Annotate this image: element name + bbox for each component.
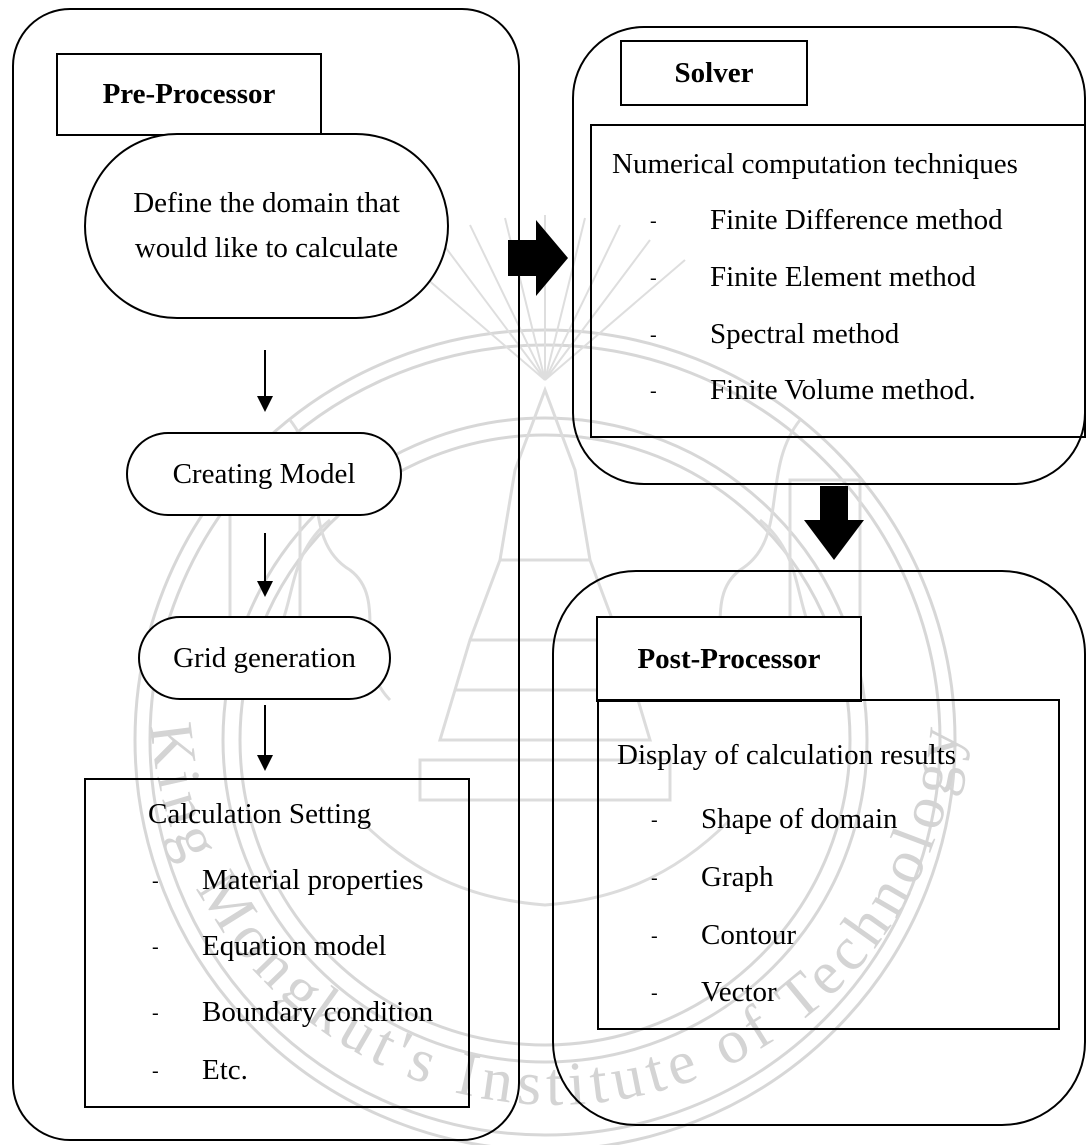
- bullet-dash: -: [152, 1002, 159, 1024]
- bullet-dash: -: [650, 267, 657, 289]
- calculation-setting-heading: Calculation Setting: [148, 798, 372, 830]
- pre-processor-title-text: Pre-Processor: [102, 78, 276, 110]
- item-label: Finite Difference method: [710, 204, 1003, 236]
- list-item: - Graph: [651, 861, 1031, 897]
- bullet-dash: -: [651, 982, 658, 1004]
- solver-title: Solver: [620, 40, 808, 106]
- pre-processor-title: Pre-Processor: [56, 53, 322, 136]
- solver-techniques-box: Numerical computation techniques - Finit…: [590, 124, 1086, 438]
- bullet-dash: -: [651, 925, 658, 947]
- solver-heading: Numerical computation techniques: [612, 148, 1018, 180]
- item-label: Spectral method: [710, 318, 900, 350]
- list-item: - Boundary condition: [152, 996, 452, 1032]
- item-label: Shape of domain: [701, 803, 898, 835]
- post-processor-results-box: Display of calculation results - Shape o…: [597, 699, 1060, 1030]
- item-label: Finite Volume method.: [710, 374, 976, 406]
- list-item: - Shape of domain: [651, 803, 1031, 839]
- list-item: - Contour: [651, 919, 1031, 955]
- item-label: Graph: [701, 861, 774, 893]
- creating-model-text: Creating Model: [172, 457, 356, 490]
- item-label: Finite Element method: [710, 261, 976, 293]
- list-item: - Equation model: [152, 930, 452, 966]
- post-processor-container: [552, 570, 1086, 1126]
- list-item: - Material properties: [152, 864, 452, 900]
- define-domain-node: Define the domain that would like to cal…: [84, 133, 449, 319]
- define-domain-line-1: Define the domain that: [133, 187, 400, 220]
- list-item: - Vector: [651, 976, 1031, 1012]
- bullet-dash: -: [650, 210, 657, 232]
- grid-generation-text: Grid generation: [173, 641, 356, 674]
- post-processor-title-text: Post-Processor: [637, 642, 821, 675]
- bullet-dash: -: [152, 870, 159, 892]
- list-item: - Finite Element method: [650, 261, 1070, 297]
- bullet-dash: -: [650, 324, 657, 346]
- calculation-setting-box: Calculation Setting - Material propertie…: [84, 778, 470, 1108]
- arrow-pre-to-solver: [508, 220, 568, 296]
- item-label: Material properties: [202, 864, 424, 896]
- item-label: Vector: [701, 976, 777, 1008]
- bullet-dash: -: [651, 809, 658, 831]
- pre-processor-container: [12, 8, 520, 1141]
- list-item: - Spectral method: [650, 318, 1070, 354]
- bullet-dash: -: [152, 1060, 159, 1082]
- arrow-model-to-grid: [257, 533, 273, 597]
- define-domain-line-2: would like to calculate: [134, 232, 399, 264]
- post-processor-title: Post-Processor: [596, 616, 862, 702]
- grid-generation-node: Grid generation: [138, 616, 391, 700]
- item-label: Contour: [701, 919, 797, 951]
- list-item: - Finite Volume method.: [650, 374, 1070, 410]
- item-label: Etc.: [202, 1054, 248, 1086]
- item-label: Boundary condition: [202, 996, 434, 1028]
- arrow-grid-to-setting: [257, 705, 273, 771]
- arrow-define-to-model: [257, 350, 273, 412]
- solver-title-text: Solver: [674, 56, 754, 89]
- arrow-solver-to-post: [804, 486, 864, 560]
- bullet-dash: -: [650, 380, 657, 402]
- post-processor-heading: Display of calculation results: [617, 739, 957, 771]
- creating-model-node: Creating Model: [126, 432, 402, 516]
- bullet-dash: -: [152, 936, 159, 958]
- list-item: - Etc.: [152, 1054, 452, 1098]
- bullet-dash: -: [651, 867, 658, 889]
- list-item: - Finite Difference method: [650, 204, 1070, 240]
- item-label: Equation model: [202, 930, 387, 962]
